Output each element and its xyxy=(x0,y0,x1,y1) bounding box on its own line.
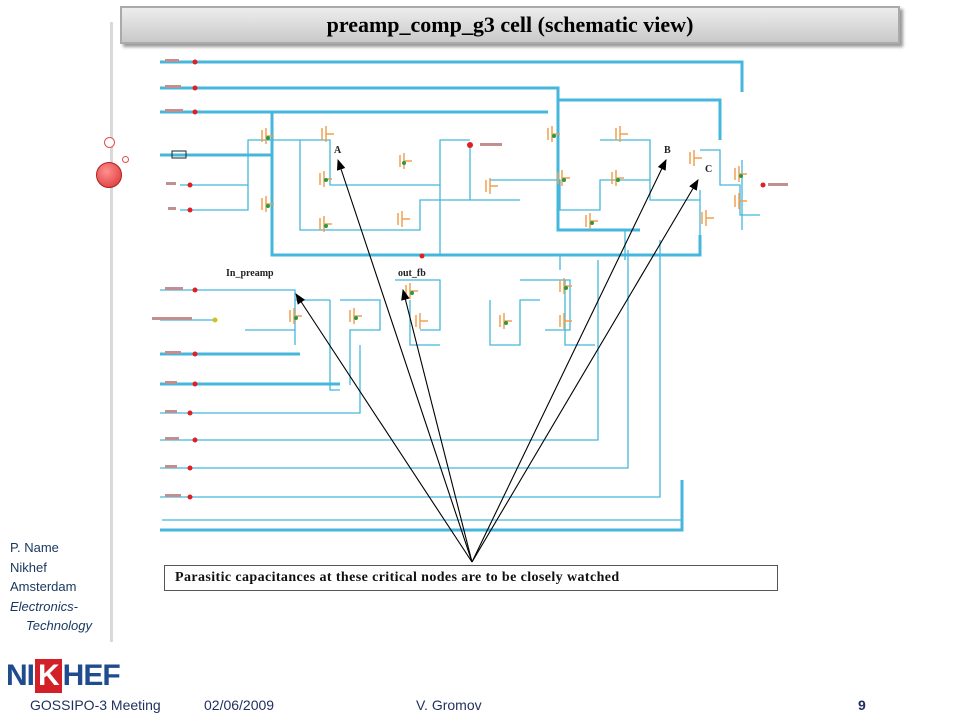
node-label-a: A xyxy=(334,145,342,156)
footer-meeting: GOSSIPO-3 Meeting xyxy=(30,697,161,713)
author-sidebar: P. Name Nikhef Amsterdam Electronics- Te… xyxy=(10,538,92,636)
pin-box xyxy=(171,150,187,159)
decorative-circle-small xyxy=(104,137,115,148)
footer-author: V. Gromov xyxy=(416,697,482,713)
logo-right: HEF xyxy=(62,659,121,692)
decorative-circle-tiny xyxy=(122,156,129,163)
transistor-symbols xyxy=(261,126,747,329)
sidebar-city: Amsterdam xyxy=(10,579,77,594)
callout-box: Parasitic capacitances at these critical… xyxy=(164,565,778,591)
callout-arrows xyxy=(295,158,699,563)
pin-markers xyxy=(187,59,766,500)
logo-left: NI xyxy=(6,659,35,692)
device-dots xyxy=(266,134,743,325)
slide-title: preamp_comp_g3 cell (schematic view) xyxy=(120,6,900,44)
sidebar-name: P. Name xyxy=(10,540,59,555)
sidebar-department: Electronics- xyxy=(10,598,78,614)
left-divider-line xyxy=(110,22,113,642)
decorative-circle-large xyxy=(96,162,122,188)
node-label-c: C xyxy=(705,164,712,175)
footer-date: 02/06/2009 xyxy=(204,697,275,713)
node-label-out-fb: out_fb xyxy=(398,268,426,279)
pin-text-marks xyxy=(152,59,788,497)
schematic-wires xyxy=(160,60,760,532)
logo-k: K xyxy=(35,659,62,693)
sidebar-department-cont: Technology xyxy=(26,618,93,633)
node-label-b: B xyxy=(664,145,671,156)
node-label-in-preamp: In_preamp xyxy=(226,268,274,279)
footer-page-number: 9 xyxy=(858,697,866,713)
sidebar-institute: Nikhef xyxy=(10,559,47,575)
